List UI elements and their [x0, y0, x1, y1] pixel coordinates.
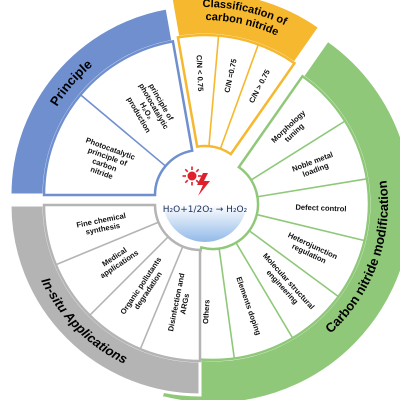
modification-divider: [235, 242, 294, 339]
application-divider: [55, 221, 159, 266]
category-inner-classification: [176, 33, 297, 156]
center-circle: [161, 156, 249, 244]
application-item-1-line-2: ARGs: [178, 293, 191, 315]
modification-divider: [250, 120, 346, 181]
modification-item-3: Defect control: [295, 203, 346, 214]
center-hub: H₂O+1/2O₂ → H₂O₂: [161, 156, 249, 244]
sun-icon: [182, 166, 202, 186]
modification-divider: [248, 230, 339, 298]
center-equation: H₂O+1/2O₂ → H₂O₂: [163, 205, 248, 215]
principle-divider: [79, 94, 167, 167]
application-divider: [139, 246, 184, 350]
modification-item-3-line-1: Defect control: [295, 203, 346, 214]
modification-item-7: Others: [201, 299, 212, 324]
lightning-icon: [197, 173, 210, 196]
modification-divider: [218, 248, 236, 359]
classification-divider: [219, 44, 260, 149]
classification-item-1-line-1: C/N < 0.75: [195, 55, 206, 93]
classification-divider: [208, 35, 220, 147]
application-divider: [89, 236, 169, 316]
modification-divider: [257, 178, 368, 198]
modification-divider: [256, 213, 365, 242]
classification-item-1: C/N < 0.75: [195, 55, 206, 93]
modification-item-7-line-1: Others: [201, 299, 212, 324]
